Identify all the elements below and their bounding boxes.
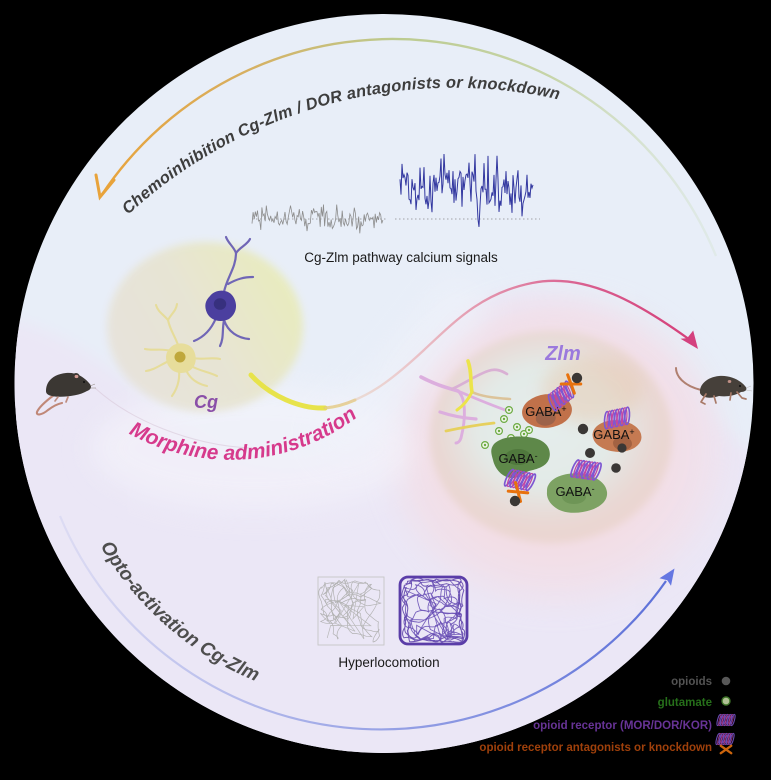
svg-text:opioid receptor (MOR/DOR/KOR): opioid receptor (MOR/DOR/KOR)	[533, 720, 712, 732]
svg-text:Zlm: Zlm	[544, 343, 581, 365]
svg-text:GABA+: GABA+	[593, 427, 634, 442]
svg-text:Cg-Zlm pathway calcium signals: Cg-Zlm pathway calcium signals	[304, 250, 498, 265]
svg-text:Hyperlocomotion: Hyperlocomotion	[338, 655, 439, 670]
svg-text:opioid receptor antagonists or: opioid receptor antagonists or knockdown	[479, 742, 712, 754]
svg-text:GABA-: GABA-	[555, 484, 594, 499]
svg-text:glutamate: glutamate	[658, 697, 712, 709]
svg-text:opioids: opioids	[671, 676, 712, 688]
svg-text:GABA-: GABA-	[498, 451, 537, 466]
svg-text:Cg: Cg	[194, 392, 218, 412]
